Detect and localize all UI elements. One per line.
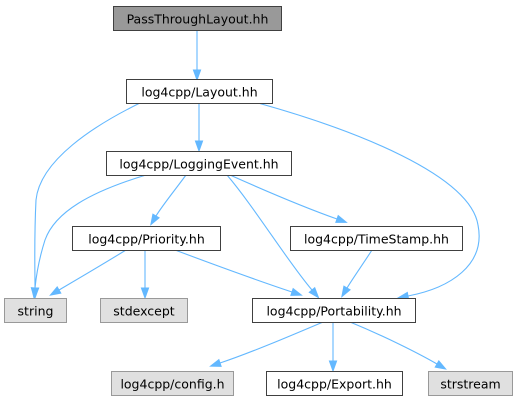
node-label: log4cpp/Portability.hh: [266, 304, 401, 319]
edge-line: [349, 321, 438, 365]
edge-line: [34, 102, 141, 289]
node-priority[interactable]: log4cpp/Priority.hh: [72, 226, 221, 251]
edge-line: [346, 249, 373, 289]
node-label: log4cpp/Priority.hh: [88, 232, 205, 247]
edge-layout-to-string: [30, 102, 141, 300]
node-box: [100, 298, 188, 323]
edge-line: [155, 174, 187, 217]
node-config: log4cpp/config.h: [111, 371, 234, 396]
node-box: [252, 298, 416, 323]
arrowhead-icon: [335, 214, 348, 223]
node-box: [106, 151, 292, 176]
node-logging-event[interactable]: log4cpp/LoggingEvent.hh: [106, 151, 292, 176]
arrowhead-icon: [209, 358, 222, 367]
node-label: string: [18, 304, 54, 319]
arrowhead-icon: [290, 287, 303, 296]
edge-line: [226, 174, 313, 291]
node-box: [266, 371, 403, 396]
node-box: [113, 6, 282, 31]
node-time-stamp[interactable]: log4cpp/TimeStamp.hh: [290, 226, 463, 251]
edge-portability-to-export: [328, 321, 338, 373]
arrowhead-icon: [192, 69, 202, 82]
arrowhead-icon: [150, 213, 160, 226]
node-portability[interactable]: log4cpp/Portability.hh: [252, 298, 416, 323]
arrowhead-icon: [49, 286, 62, 296]
arrowhead-icon: [328, 360, 338, 373]
node-layout[interactable]: log4cpp/Layout.hh: [126, 79, 273, 104]
node-label: log4cpp/TimeStamp.hh: [304, 232, 449, 247]
edge-line: [257, 102, 480, 297]
arrowhead-icon: [30, 287, 40, 300]
edge-line: [229, 174, 338, 220]
edge-line: [58, 249, 127, 291]
edge-priority-to-string: [49, 249, 127, 296]
edges-layer: [30, 30, 480, 373]
node-label: stdexcept: [113, 304, 174, 319]
node-label: log4cpp/Layout.hh: [141, 85, 257, 100]
node-string: string: [4, 298, 67, 323]
node-label: log4cpp/config.h: [120, 377, 224, 392]
edge-time-stamp-to-portability: [341, 249, 373, 298]
edge-priority-to-stdexcept: [140, 250, 150, 300]
arrowhead-icon: [434, 360, 447, 370]
edge-logging-event-to-priority: [150, 174, 187, 226]
edge-layout-to-logging-event: [194, 103, 204, 153]
node-box: [111, 371, 234, 396]
edge-line: [219, 321, 324, 364]
edge-line: [174, 249, 293, 293]
nodes-layer: PassThroughLayout.hh log4cpp/Layout.hh log…: [4, 6, 513, 396]
arrowhead-icon: [308, 286, 320, 299]
node-stdexcept: stdexcept: [100, 298, 188, 323]
node-box: [126, 79, 273, 104]
node-box: [4, 298, 67, 323]
node-label: log4cpp/Export.hh: [277, 377, 392, 392]
node-label: PassThroughLayout.hh: [127, 12, 269, 27]
arrowhead-icon: [140, 287, 150, 300]
node-box: [428, 371, 513, 396]
edge-line: [34, 174, 147, 289]
node-box: [290, 226, 463, 251]
node-strstream: strstream: [428, 371, 513, 396]
node-export[interactable]: log4cpp/Export.hh: [266, 371, 403, 396]
edge-portability-to-strstream: [349, 321, 447, 370]
node-box: [72, 226, 221, 251]
node-pass-through-layout: PassThroughLayout.hh: [113, 6, 282, 31]
node-label: strstream: [440, 377, 500, 392]
arrowhead-icon: [194, 140, 204, 153]
edge-priority-to-portability: [174, 249, 303, 296]
edge-logging-event-to-portability: [226, 174, 320, 299]
arrowhead-icon: [341, 285, 351, 298]
edge-pass-through-layout-to-layout: [192, 30, 202, 82]
node-label: log4cpp/LoggingEvent.hh: [119, 157, 278, 172]
edge-logging-event-to-time-stamp: [229, 174, 348, 223]
edge-portability-to-config: [209, 321, 324, 367]
edge-logging-event-to-string: [30, 174, 147, 300]
